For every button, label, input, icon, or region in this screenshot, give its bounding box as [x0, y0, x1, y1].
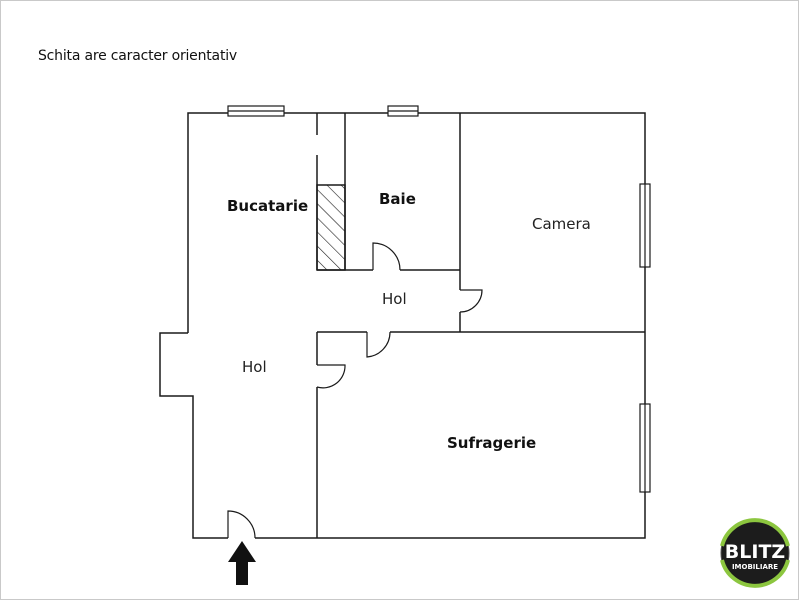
room-label-hall-center: Hol [382, 290, 407, 308]
logo-sub: IMOBILIARE [732, 563, 778, 571]
room-label-kitchen: Bucatarie [227, 197, 308, 215]
entrance-arrow-icon [228, 541, 256, 585]
door-swings [227, 242, 483, 539]
room-label-living: Sufragerie [447, 434, 536, 452]
interior-walls [316, 113, 645, 538]
hatched-shaft [316, 184, 346, 271]
room-label-bedroom: Camera [532, 215, 591, 233]
disclaimer-note: Schita are caracter orientativ [38, 48, 238, 64]
room-label-hall-left: Hol [242, 358, 267, 376]
blitz-logo: BLITZ IMOBILIARE [720, 518, 790, 588]
logo-name: BLITZ [725, 541, 785, 563]
windows [227, 105, 651, 493]
room-label-bath: Baie [379, 190, 416, 208]
outer-walls [159, 112, 646, 539]
